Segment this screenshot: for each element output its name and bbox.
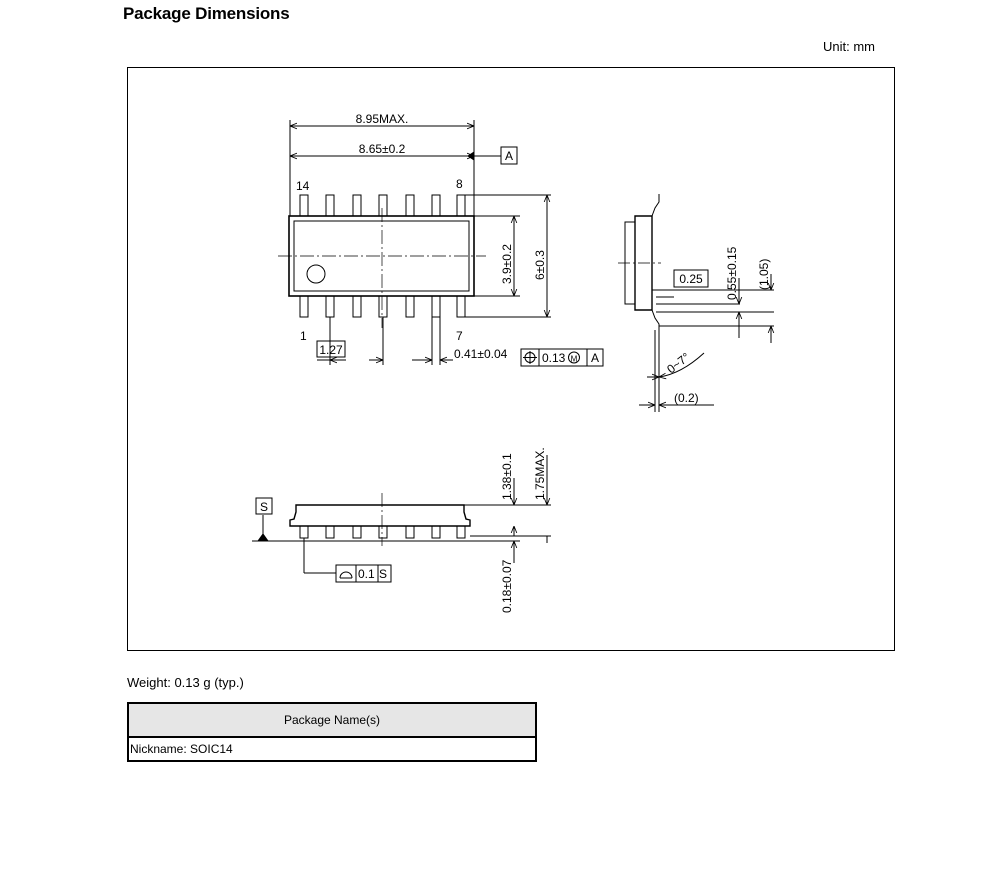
pin-8-label: 8 [456, 177, 463, 191]
dim-overall-max: 8.95MAX. [356, 112, 409, 126]
height-body: 1.38±0.1 [500, 453, 514, 500]
pitch-value: 1.27 [319, 343, 343, 357]
side-dim-105: (1.05) [757, 259, 771, 290]
angle-label: 0~7° [664, 350, 693, 377]
side-dim-055: 0.55±0.15 [725, 246, 739, 300]
height-max: 1.75MAX. [533, 447, 547, 500]
datum-s-label: S [260, 500, 268, 514]
flatness-tolerance-value: 0.1 [358, 567, 375, 581]
pin-1-label: 1 [300, 329, 307, 343]
side-dim-025: 0.25 [679, 272, 703, 286]
dim-body-length: 8.65±0.2 [359, 142, 406, 156]
position-tolerance-value: 0.13 [542, 351, 566, 365]
unit-label: Unit: mm [823, 39, 875, 54]
flatness-datum-label: S [379, 567, 387, 581]
package-name-table: Package Name(s) Nickname: SOIC14 [127, 702, 537, 762]
mmc-symbol: M [571, 355, 578, 364]
table-row: Nickname: SOIC14 [127, 736, 537, 762]
drawing-frame: 8.95MAX. 8.65±0.2 A 14 8 1 7 3.9±0.2 6±0… [127, 67, 895, 651]
page-title: Package Dimensions [123, 4, 290, 23]
lead-width-value: 0.41±0.04 [454, 347, 508, 361]
position-datum-label: A [591, 351, 599, 365]
side-dim-02: (0.2) [674, 391, 699, 405]
dim-span: 6±0.3 [533, 250, 547, 280]
dim-body-width: 3.9±0.2 [500, 244, 514, 284]
pin-14-label: 14 [296, 179, 310, 193]
table-header: Package Name(s) [127, 702, 537, 738]
pin-7-label: 7 [456, 329, 463, 343]
standoff: 0.18±0.07 [500, 559, 514, 613]
datum-a-label: A [505, 149, 513, 163]
package-drawing: 8.95MAX. 8.65±0.2 A 14 8 1 7 3.9±0.2 6±0… [252, 112, 896, 613]
weight-label: Weight: 0.13 g (typ.) [127, 675, 244, 690]
